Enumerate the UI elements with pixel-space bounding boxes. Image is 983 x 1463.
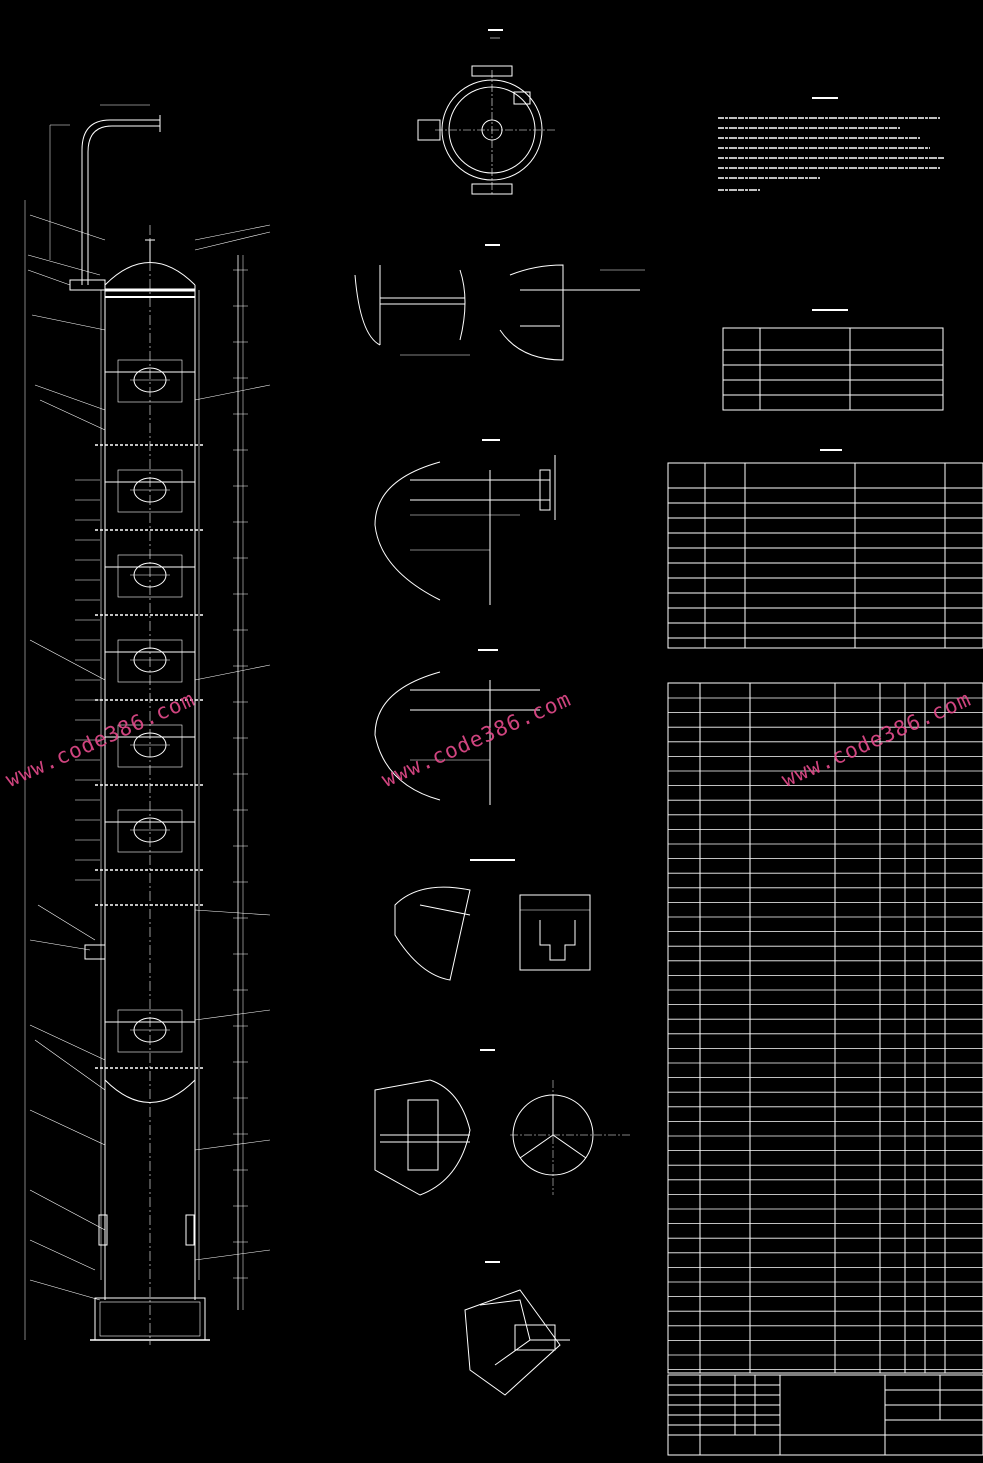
leader-line (29, 1239, 96, 1271)
tray-frame (117, 724, 183, 768)
leader-line (39, 399, 106, 431)
title-block (667, 1374, 983, 1456)
leader-line (194, 909, 271, 916)
leader-line (29, 939, 91, 951)
leader-line (194, 1009, 271, 1021)
leader-line (194, 384, 271, 401)
tray-frame (117, 1009, 183, 1053)
leader-line (194, 231, 271, 251)
parts-list-table (667, 682, 983, 1374)
tower-leader-lines (27, 214, 271, 1301)
detail-view-flange-top (417, 29, 555, 195)
tower-tray-sections (95, 359, 205, 1069)
leader-line (27, 254, 101, 276)
leader-line (27, 269, 71, 286)
leader-line (31, 314, 106, 331)
detail-view-3 (374, 439, 556, 605)
nozzle-table (667, 449, 983, 649)
detail-view-6 (374, 1049, 630, 1196)
tray-frame (117, 469, 183, 513)
leader-line (34, 1039, 106, 1091)
tray-frame (117, 639, 183, 683)
leader-line (29, 1109, 106, 1146)
nozzle-table-border (667, 462, 983, 649)
parts-table-border (667, 682, 983, 1374)
leader-line (29, 1279, 101, 1301)
leader-line (194, 1249, 271, 1261)
detail-view-5 (394, 859, 591, 981)
leader-line (34, 384, 106, 411)
technical-notes (718, 97, 945, 191)
leader-line (37, 904, 96, 941)
leader-line (29, 1024, 106, 1061)
detail-view-7 (464, 1261, 570, 1396)
tray-frame (117, 359, 183, 403)
tray-frame (117, 809, 183, 853)
tray-frame (117, 554, 183, 598)
leader-line (194, 664, 271, 681)
detail-view-4 (374, 649, 540, 805)
design-data-table (722, 309, 944, 411)
leader-line (29, 639, 106, 681)
detail-view-2 (354, 244, 645, 361)
leader-line (194, 224, 271, 241)
leader-line (194, 1139, 271, 1151)
leader-line (29, 214, 106, 241)
leader-line (29, 1189, 106, 1231)
